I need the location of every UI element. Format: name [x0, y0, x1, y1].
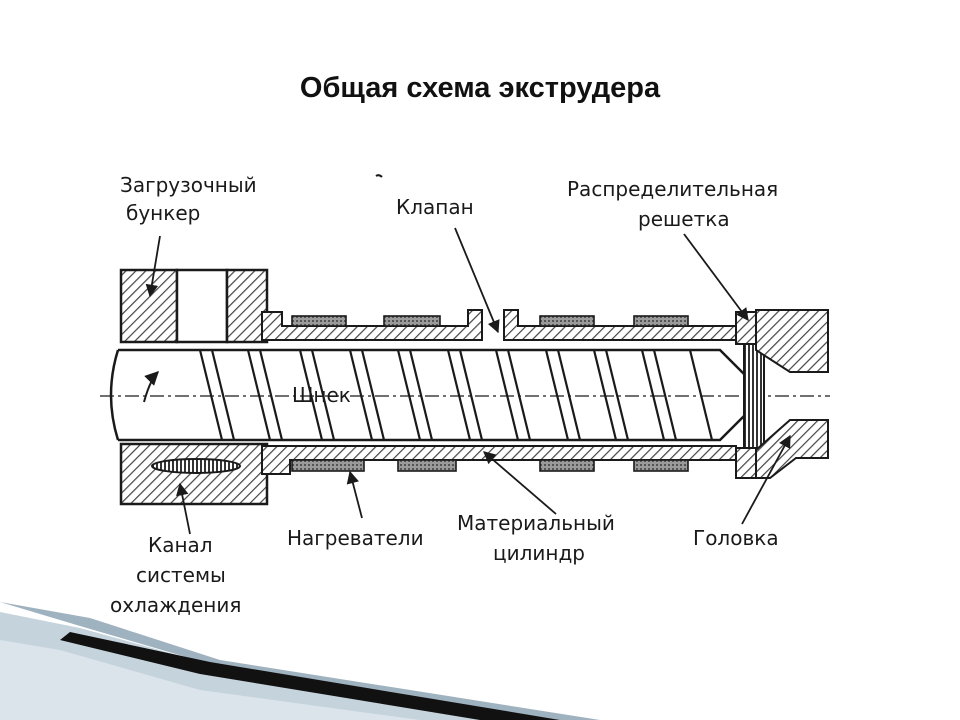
label-cooling-line1: Канал [148, 533, 213, 557]
hopper [119, 268, 269, 344]
label-cylinder-line1: Материальный [457, 511, 615, 535]
label-cooling-line3: охлаждения [110, 593, 241, 617]
screw [100, 348, 830, 442]
feed-block-bottom [119, 442, 269, 506]
barrel-wall-bottom [261, 445, 737, 475]
label-head: Головка [693, 526, 779, 550]
cooling-channel [151, 458, 241, 474]
label-cylinder-line2: цилиндр [493, 541, 585, 565]
slide-title: Общая схема экструдера [299, 72, 661, 104]
label-heaters: Нагреватели [287, 526, 424, 550]
label-hopper-line1: Загрузочный [120, 173, 257, 197]
label-cooling-line2: системы [136, 563, 226, 587]
label-hopper-line2: бункер [126, 201, 200, 225]
label-screw: Шнек [292, 383, 351, 407]
heaters [291, 315, 689, 472]
label-grid-line2: решетка [638, 207, 730, 231]
label-grid-line1: Распределительная [567, 177, 778, 201]
label-valve: Клапан [396, 195, 474, 219]
